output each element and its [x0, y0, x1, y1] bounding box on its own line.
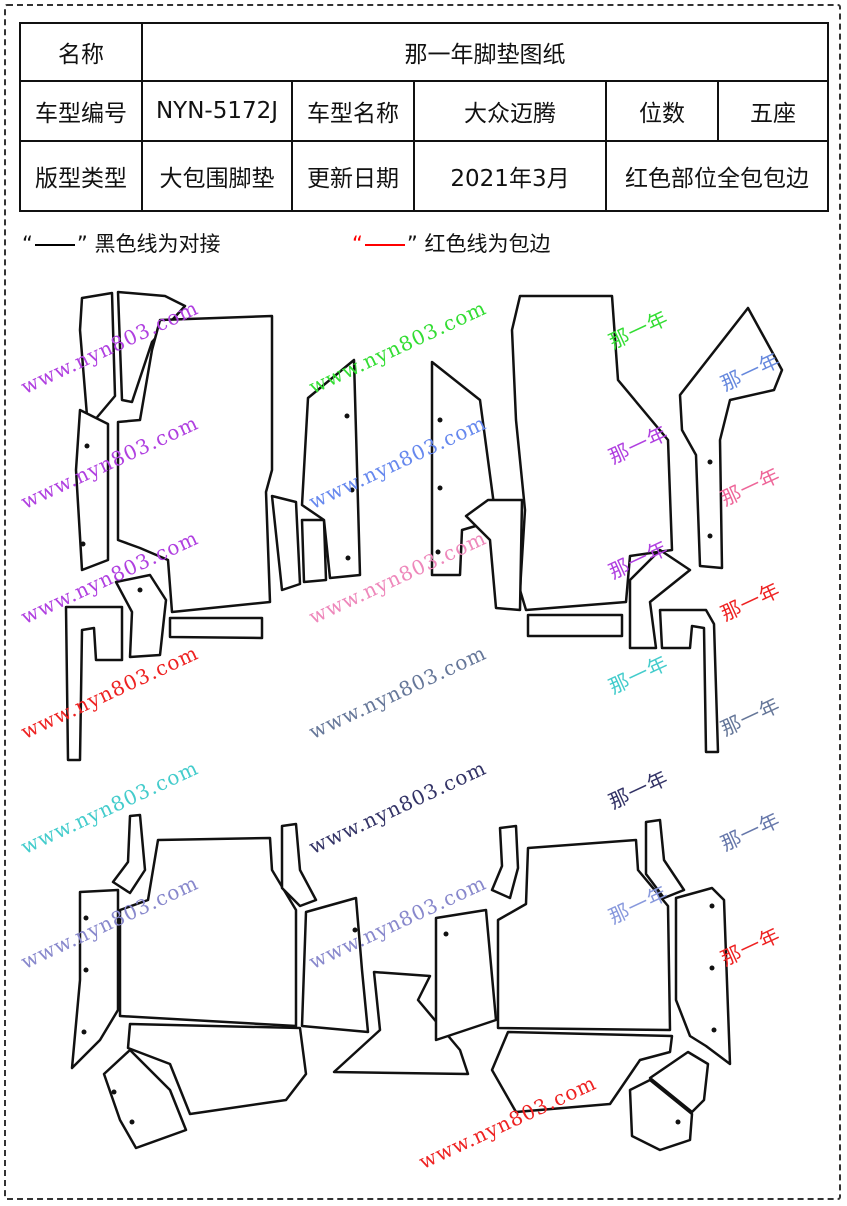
quote: “ — [352, 232, 363, 256]
type-label: 版型类型 — [19, 140, 143, 212]
mat-piece — [116, 314, 274, 614]
model-name-label: 车型名称 — [291, 80, 415, 142]
mat-piece — [300, 518, 328, 584]
mat-piece — [496, 838, 672, 1032]
model-code-value: NYN-5172J — [141, 80, 293, 142]
mat-piece — [332, 970, 470, 1076]
update-label: 更新日期 — [291, 140, 415, 212]
model-name-value: 大众迈腾 — [413, 80, 607, 142]
mat-piece — [126, 1022, 308, 1116]
legend-black: “ ” 黑色线为对接 — [22, 228, 220, 258]
mat-piece — [64, 605, 124, 762]
mat-piece — [490, 1030, 674, 1114]
mat-piece — [300, 896, 370, 1034]
mat-piece — [78, 291, 117, 430]
mat-piece — [168, 616, 264, 640]
pattern-group-front-right — [430, 294, 784, 754]
mat-piece — [464, 498, 524, 612]
mat-piece — [102, 1048, 188, 1150]
mat-piece — [280, 822, 318, 908]
mat-piece — [658, 608, 720, 754]
page-border — [4, 4, 841, 1200]
mat-piece — [628, 1078, 694, 1152]
name-label: 名称 — [19, 22, 143, 82]
seats-label: 位数 — [605, 80, 719, 142]
mat-piece — [114, 573, 168, 659]
pattern-group-rear-left — [70, 813, 470, 1150]
red-line-sample — [364, 244, 405, 246]
seats-value: 五座 — [717, 80, 829, 142]
mat-piece — [118, 836, 298, 1028]
mat-piece — [678, 306, 784, 570]
quote: ” — [406, 232, 418, 256]
quote: ” — [76, 232, 88, 256]
mat-piece — [674, 886, 732, 1066]
pattern-group-front-left — [64, 290, 362, 762]
mat-piece — [434, 908, 498, 1042]
spec-table: 名称 那一年脚垫图纸 车型编号 NYN-5172J 车型名称 大众迈腾 位数 五… — [19, 22, 829, 212]
pattern-group-rear-right — [434, 818, 732, 1152]
model-code-label: 车型编号 — [19, 80, 143, 142]
type-value: 大包围脚垫 — [141, 140, 293, 212]
mat-piece — [648, 1050, 710, 1114]
mat-piece — [526, 613, 624, 638]
mat-piece — [644, 818, 686, 900]
black-line-sample — [34, 244, 75, 246]
mat-piece — [510, 294, 674, 612]
legend-black-text: 黑色线为对接 — [94, 232, 221, 256]
legend-red: “ ” 红色线为包边 — [352, 228, 550, 258]
update-value: 2021年3月 — [413, 140, 607, 212]
name-value: 那一年脚垫图纸 — [141, 22, 829, 82]
mat-piece — [270, 494, 302, 592]
mat-piece — [70, 888, 120, 1070]
legend-red-text: 红色线为包边 — [424, 232, 551, 256]
mat-piece — [490, 824, 520, 900]
mat-piece — [74, 408, 110, 572]
mat-piece — [111, 813, 147, 895]
note-value: 红色部位全包包边 — [605, 140, 829, 212]
mat-piece — [628, 548, 692, 650]
quote: “ — [22, 232, 33, 256]
